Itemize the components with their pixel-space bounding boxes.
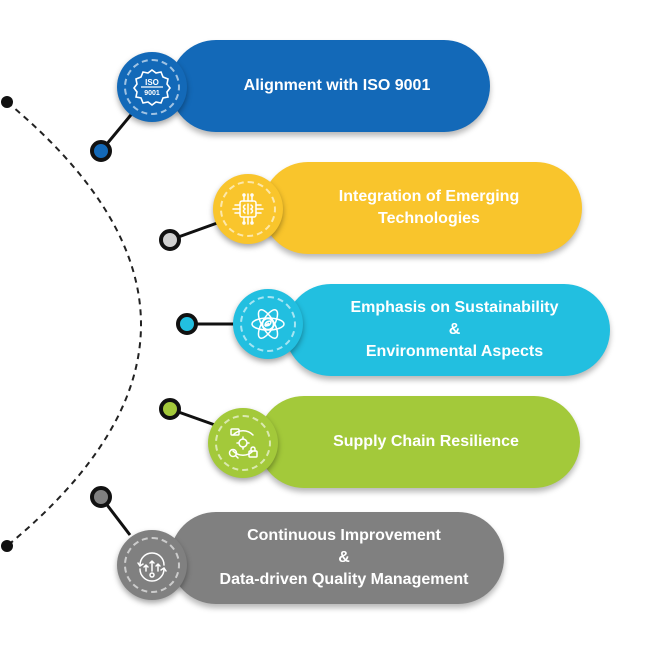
supply-chain-cycle-icon (228, 428, 258, 459)
pill-iso-label: Alignment with ISO 9001 (243, 77, 431, 94)
eco-atom-icon (251, 309, 285, 339)
improvement-cycle-icon (137, 552, 167, 582)
node-sustain (176, 313, 198, 335)
badge-tech (213, 174, 283, 244)
badge-iso: ISO 9001 (117, 52, 187, 122)
iso-certificate-icon: ISO 9001 (133, 69, 171, 106)
arc-end-dot-top (1, 96, 13, 108)
dashed-arc-path (6, 101, 142, 547)
pill-improve: Continuous Improvement & Data-driven Qua… (170, 512, 504, 604)
node-tech (159, 229, 181, 251)
pill-supply: Supply Chain Resilience (258, 396, 580, 488)
pill-iso: Alignment with ISO 9001 (170, 40, 490, 132)
iso-badge-top: ISO (145, 78, 159, 87)
pill-tech-label: Integration of Emerging Technologies (338, 188, 520, 227)
badge-supply (208, 408, 278, 478)
pill-supply-label: Supply Chain Resilience (333, 433, 519, 450)
node-iso (90, 140, 112, 162)
badge-improve (117, 530, 187, 600)
pill-tech: Integration of Emerging Technologies (262, 162, 582, 254)
pill-improve-label: Continuous Improvement & Data-driven Qua… (219, 527, 469, 588)
arc-end-dot-bottom (1, 540, 13, 552)
node-supply (159, 398, 181, 420)
badge-sustain (233, 289, 303, 359)
pill-sustain-label: Emphasis on Sustainability & Environment… (350, 299, 559, 360)
node-improve (90, 486, 112, 508)
pill-sustain: Emphasis on Sustainability & Environment… (285, 284, 610, 376)
iso-badge-bottom: 9001 (144, 90, 160, 97)
ai-chip-icon (232, 193, 264, 225)
